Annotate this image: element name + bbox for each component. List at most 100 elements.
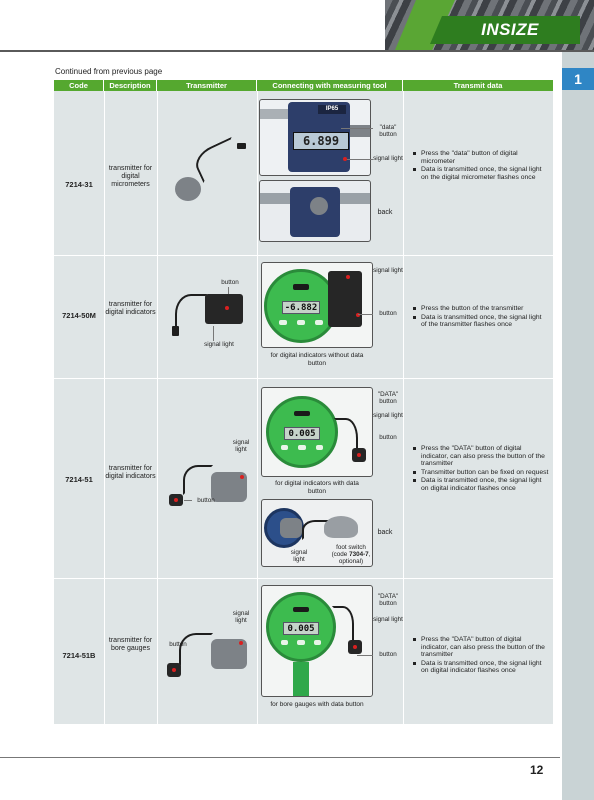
micrometer-front-photo: IP65 6.899 bbox=[259, 99, 371, 176]
leader-line bbox=[347, 159, 373, 160]
indicator-buttons bbox=[280, 639, 322, 645]
indicator-photo: -6.882 bbox=[261, 262, 373, 348]
lcd-readout: 0.005 bbox=[283, 621, 319, 635]
product-code: 7214-51 bbox=[65, 475, 93, 484]
leader-line bbox=[341, 128, 373, 129]
transmitter-module bbox=[205, 294, 243, 324]
button-dot bbox=[356, 313, 360, 317]
bullet-item: Press the button of the transmitter bbox=[413, 305, 549, 313]
footer-rule bbox=[0, 757, 560, 758]
button-dot bbox=[174, 498, 178, 502]
label-button: button bbox=[379, 434, 397, 441]
brand-logo: INSIZE bbox=[481, 20, 539, 39]
lcd-readout: -6.882 bbox=[281, 300, 321, 315]
product-description: transmitter for digital indicators bbox=[105, 301, 156, 316]
label-button: button bbox=[379, 310, 397, 317]
leader-line bbox=[213, 326, 214, 341]
col-code: Code bbox=[54, 80, 104, 91]
transmitter-cable bbox=[175, 294, 207, 334]
signal-light-dot bbox=[346, 275, 350, 279]
mounted-transmitter bbox=[310, 197, 328, 215]
transmit-data: Press the "DATA" button of digital indic… bbox=[403, 636, 553, 676]
col-description: Description bbox=[104, 80, 157, 91]
digital-indicator: 0.005 bbox=[266, 592, 336, 662]
ip-rating: IP65 bbox=[318, 105, 346, 114]
transmitter-cable bbox=[183, 465, 213, 495]
connection-images: 0.005 "DATA" button signal light button … bbox=[257, 579, 403, 724]
signal-light-dot bbox=[343, 157, 347, 161]
col-divider bbox=[257, 91, 258, 724]
leader-line bbox=[357, 655, 373, 656]
bullet-item: Data is transmitted once, the signal lig… bbox=[413, 477, 549, 492]
transmitter-plug bbox=[237, 143, 246, 149]
bullet-item: Data is transmitted once, the signal lig… bbox=[413, 660, 549, 675]
label-signal-light: signal light bbox=[290, 549, 308, 563]
indicator-buttons bbox=[280, 445, 324, 451]
mounted-transmitter bbox=[280, 518, 302, 538]
product-code: 7214-31 bbox=[65, 180, 93, 189]
caption: for digital indicators without data butt… bbox=[270, 352, 364, 367]
micrometer-thimble bbox=[350, 125, 370, 137]
product-code: 7214-51B bbox=[62, 651, 96, 660]
label-data-button: "DATA" button bbox=[377, 593, 399, 607]
product-description: transmitter for digital micrometers bbox=[108, 165, 153, 188]
leader-line bbox=[358, 314, 373, 315]
chapter-tab[interactable]: 1 bbox=[562, 68, 594, 90]
label-signal-light: signal light bbox=[232, 439, 250, 453]
label-signal-light: signal light bbox=[373, 267, 403, 274]
transmitter-plug bbox=[172, 326, 179, 336]
side-bar bbox=[562, 52, 594, 800]
col-divider bbox=[104, 91, 105, 724]
table-header: Code Description Transmitter Connecting … bbox=[54, 80, 553, 91]
lcd-readout: 0.005 bbox=[283, 426, 321, 440]
label-signal-light: signal light bbox=[232, 610, 250, 624]
mounted-transmitter bbox=[328, 271, 362, 327]
col-transmit-data: Transmit data bbox=[453, 81, 503, 90]
signal-light-dot bbox=[240, 475, 244, 479]
transmitter-image: button signal light bbox=[157, 256, 257, 379]
transmitter-pod bbox=[175, 177, 201, 201]
product-code: 7214-50M bbox=[62, 311, 96, 320]
transmit-data: Press the button of the transmitter Data… bbox=[403, 305, 553, 330]
product-description: transmitter for digital indicators bbox=[105, 465, 156, 480]
table-row: 7214-31 transmitter for digital micromet… bbox=[54, 91, 553, 256]
label-signal-light: signal light bbox=[373, 155, 403, 162]
back-view-photo bbox=[261, 499, 373, 567]
button-dot bbox=[172, 668, 176, 672]
brand-plate bbox=[293, 606, 309, 612]
product-description: transmitter for bore gauges bbox=[108, 637, 153, 652]
leader-line bbox=[184, 500, 192, 501]
label-back: back bbox=[377, 209, 393, 216]
digital-indicator: -6.882 bbox=[264, 269, 338, 343]
label-button: button bbox=[221, 279, 239, 286]
col-connecting: Connecting with measuring tool bbox=[257, 80, 403, 91]
table-row: 7214-50M transmitter for digital indicat… bbox=[54, 256, 553, 379]
product-table: Code Description Transmitter Connecting … bbox=[54, 80, 553, 724]
button-dot bbox=[357, 453, 361, 457]
connection-images: 0.005 "DATA" button signal light button … bbox=[257, 379, 403, 579]
transmit-data: Press the "data" button of digital micro… bbox=[403, 150, 553, 182]
caption: for bore gauges with data button bbox=[270, 701, 364, 708]
header-rule bbox=[0, 50, 594, 52]
transmitter-image: signal light button bbox=[157, 579, 257, 724]
label-back: back bbox=[377, 529, 393, 536]
col-divider bbox=[157, 91, 158, 724]
table-row: 7214-51B transmitter for bore gauges sig… bbox=[54, 579, 553, 724]
indicator-photo: 0.005 bbox=[261, 387, 373, 477]
label-foot-switch: foot switch (code 7304-7, optional) bbox=[331, 544, 371, 565]
connection-images: -6.882 signal light button for digital i… bbox=[257, 256, 403, 379]
bullet-item: Data is transmitted once, the signal lig… bbox=[413, 314, 549, 329]
transmitter-image: signal light button bbox=[157, 379, 257, 579]
transmitter-cable bbox=[179, 633, 213, 667]
foot-switch-cable bbox=[302, 520, 328, 540]
label-data-button: "data" button bbox=[379, 124, 397, 138]
label-signal-light: signal light bbox=[373, 616, 403, 623]
brand-plate bbox=[292, 284, 310, 290]
label-button: button bbox=[379, 651, 397, 658]
bullet-item: Press the "DATA" button of digital indic… bbox=[413, 445, 549, 468]
table-row: 7214-51 transmitter for digital indicato… bbox=[54, 379, 553, 579]
button-dot bbox=[225, 306, 229, 310]
caption: for digital indicators with data button bbox=[275, 480, 359, 495]
lcd-readout: 6.899 bbox=[293, 132, 349, 150]
indicator-buttons bbox=[279, 319, 323, 326]
